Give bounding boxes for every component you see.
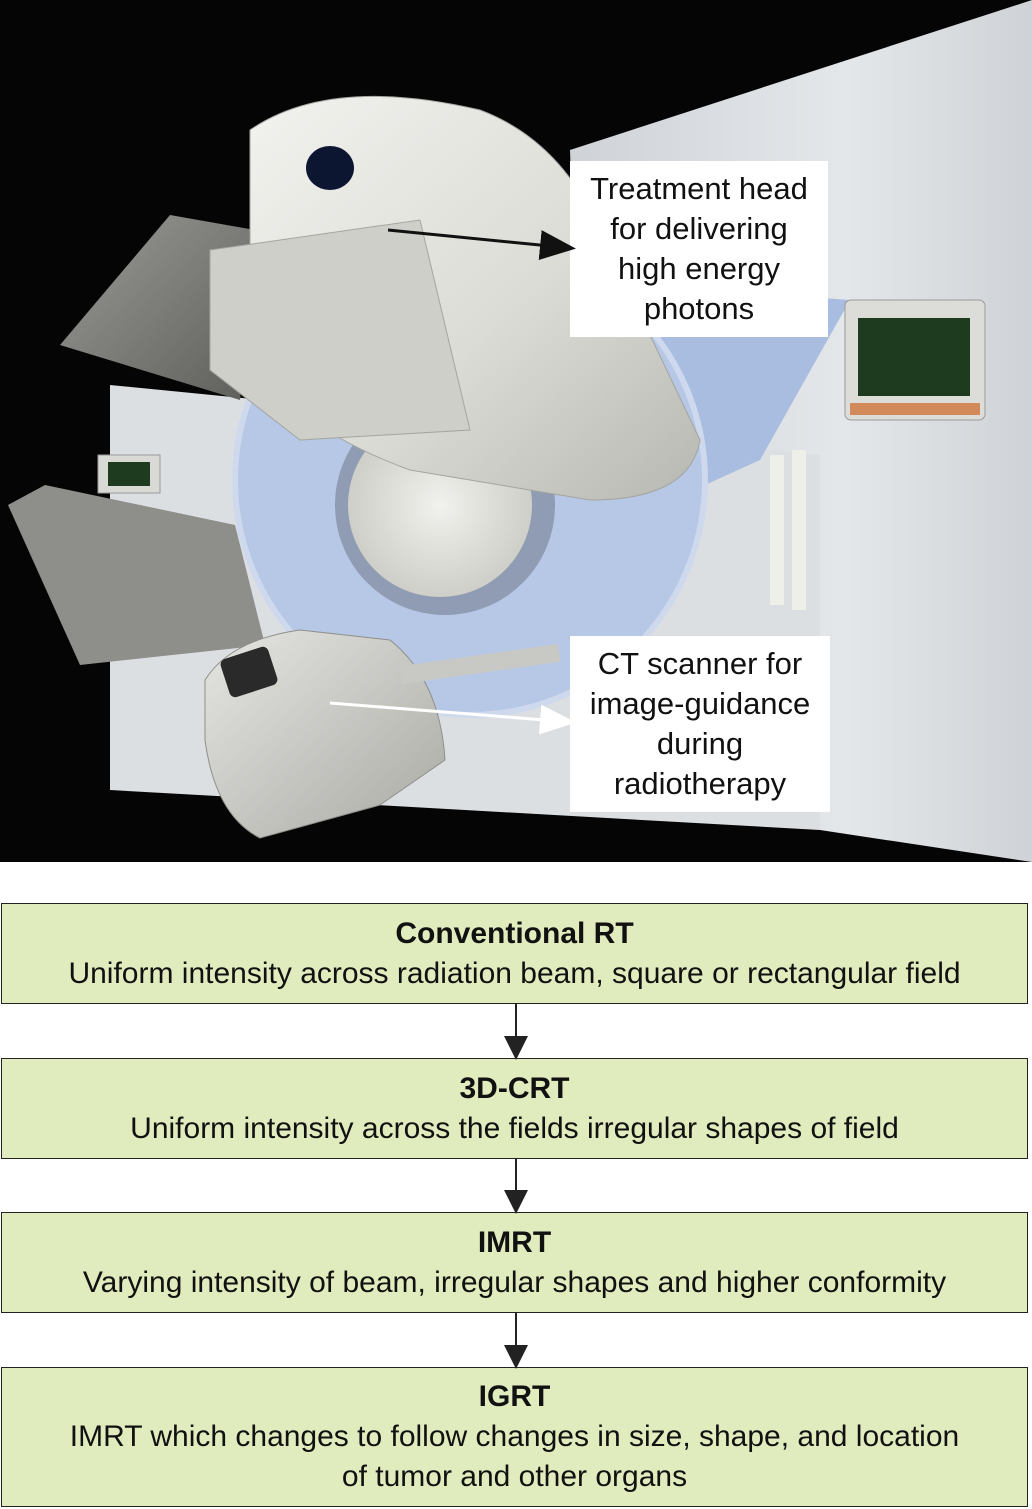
stage-imrt: IMRT Varying intensity of beam, irregula… [1, 1212, 1028, 1313]
stage-description: Uniform intensity across the fields irre… [130, 1111, 899, 1145]
callout-line: CT scanner for [597, 646, 803, 681]
couch [399, 643, 561, 685]
treatment-head-collar [209, 219, 471, 441]
callout-line: radiotherapy [613, 766, 787, 801]
linac-photo [0, 0, 1032, 862]
callout-line: image-guidance [589, 686, 811, 721]
stage-3d-crt: 3D-CRT Uniform intensity across the fiel… [1, 1058, 1028, 1159]
callout-arrows [329, 228, 576, 735]
ct-scanner-window [220, 646, 278, 698]
stage-description: IMRT which changes to follow changes in … [69, 1420, 960, 1453]
stage-conventional-rt: Conventional RT Uniform intensity across… [1, 903, 1028, 1004]
wall-monitor-strip [850, 403, 980, 415]
small-monitor-screen [108, 462, 150, 486]
callout-treatment-head: Treatment head for delivering high energ… [570, 161, 828, 337]
callout-line: for delivering [610, 211, 788, 246]
stage-title: Conventional RT [395, 916, 634, 950]
kv-imager-panel [8, 485, 265, 665]
stage-title: IGRT [478, 1380, 551, 1413]
callout-line: during [656, 726, 744, 761]
stage-title: 3D-CRT [459, 1071, 570, 1105]
callout-line: photons [643, 291, 755, 326]
cable [792, 450, 806, 610]
cable [770, 455, 784, 605]
arrow-treatment-head [387, 228, 576, 260]
kv-imager-upper [60, 215, 255, 400]
callout-line: high energy [617, 251, 780, 286]
callout-ct-scanner: CT scanner for image-guidance during rad… [570, 636, 830, 812]
stage-description: Uniform intensity across radiation beam,… [68, 956, 961, 990]
arrow-ct-scanner [329, 701, 576, 735]
stage-description: of tumor and other organs [341, 1460, 688, 1493]
wall-monitor-screen [858, 318, 970, 396]
stage-title: IMRT [477, 1225, 552, 1259]
treatment-head-logo [306, 146, 354, 190]
callout-line: Treatment head [590, 171, 808, 206]
stage-description: Varying intensity of beam, irregular sha… [82, 1265, 947, 1299]
stage-igrt: IGRT IMRT which changes to follow change… [1, 1367, 1028, 1507]
